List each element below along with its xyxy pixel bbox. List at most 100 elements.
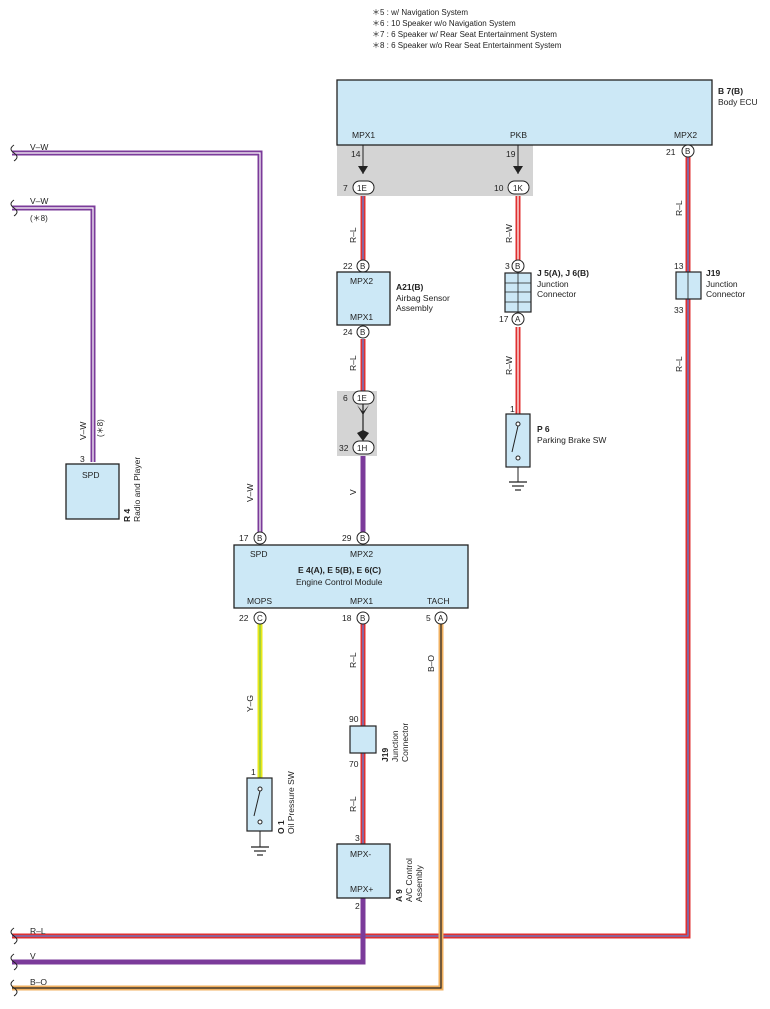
svg-text:Junction: Junction (706, 279, 738, 289)
svg-text:Parking Brake SW: Parking Brake SW (537, 435, 606, 445)
svg-text:A: A (515, 315, 521, 324)
pin-6: 6 (343, 393, 348, 403)
svg-text:MPX2: MPX2 (350, 276, 373, 286)
svg-text:B: B (360, 328, 365, 337)
svg-text:Airbag Sensor: Airbag Sensor (396, 293, 450, 303)
svg-text:1H: 1H (357, 444, 367, 453)
svg-text:(＊8): (＊8) (96, 419, 105, 437)
svg-text:70: 70 (349, 759, 359, 769)
svg-text:R–L: R–L (348, 652, 358, 668)
svg-text:Assembly: Assembly (414, 864, 424, 902)
junction-j19-bottom: 90 70 J19 Junction Connector (349, 714, 410, 769)
j5-id: J 5(A), J 6(B) (537, 268, 589, 278)
svg-text:V–W: V–W (30, 196, 48, 206)
junction-j19-top: 13 33 J19 Junction Connector (674, 261, 745, 315)
svg-text:Radio and Player: Radio and Player (132, 457, 142, 522)
svg-text:C: C (257, 614, 263, 623)
pin-32: 32 (339, 443, 349, 453)
svg-text:R–L: R–L (30, 926, 46, 936)
pin-14: 14 (351, 149, 361, 159)
airbag-id: A21(B) (396, 282, 424, 292)
svg-text:Oil Pressure SW: Oil Pressure SW (286, 771, 296, 834)
oil-pressure-sw: 1 O 1 Oil Pressure SW (246, 767, 296, 856)
svg-text:R–L: R–L (348, 796, 358, 812)
radio-player: 3 SPD R 4 Radio and Player (65, 454, 142, 523)
connector-1e-1h: 1E 6 1H 32 (339, 390, 375, 455)
svg-text:P 6: P 6 (537, 424, 550, 434)
pin-21: 21 (666, 147, 676, 157)
svg-text:A/C Control: A/C Control (404, 858, 414, 902)
svg-text:R–L: R–L (348, 227, 358, 243)
svg-text:90: 90 (349, 714, 359, 724)
note-7: ＊7 : 6 Speaker w/ Rear Seat Entertainmen… (372, 30, 557, 39)
svg-text:MPX2: MPX2 (350, 549, 373, 559)
svg-text:R–L: R–L (674, 356, 684, 372)
svg-text:R–L: R–L (674, 200, 684, 216)
svg-text:B: B (360, 614, 365, 623)
svg-text:2: 2 (355, 901, 360, 911)
svg-text:29: 29 (342, 533, 352, 543)
svg-text:B: B (515, 262, 520, 271)
svg-text:5: 5 (426, 613, 431, 623)
body-ecu-id: B 7(B) (718, 86, 743, 96)
svg-text:V–W: V–W (30, 142, 48, 152)
note-5: ＊5 : w/ Navigation System (372, 8, 468, 17)
svg-text:18: 18 (342, 613, 352, 623)
notes: ＊5 : w/ Navigation System ＊6 : 10 Speake… (372, 8, 562, 50)
svg-text:Connector: Connector (706, 289, 745, 299)
svg-text:17: 17 (239, 533, 249, 543)
svg-text:1E: 1E (357, 184, 367, 193)
wire-vw-top (12, 150, 263, 538)
body-ecu-box (336, 79, 713, 146)
pin-7: 7 (343, 183, 348, 193)
connector-1e-top: 1E 7 (343, 180, 375, 195)
wire-v-bottom (12, 898, 366, 965)
svg-text:1: 1 (251, 767, 256, 777)
wire-vw-radio (12, 205, 96, 462)
svg-text:V: V (348, 489, 358, 495)
svg-text:B: B (360, 262, 365, 271)
svg-text:3: 3 (505, 261, 510, 271)
svg-text:B–O: B–O (30, 977, 47, 987)
svg-text:33: 33 (674, 305, 684, 315)
svg-text:MPX+: MPX+ (350, 884, 373, 894)
body-ecu-pkb: PKB (510, 130, 527, 140)
body-ecu-mpx1: MPX1 (352, 130, 375, 140)
svg-text:SPD: SPD (82, 470, 99, 480)
svg-text:1E: 1E (357, 394, 367, 403)
svg-text:R–W: R–W (504, 224, 514, 243)
parking-brake-sw: 1 P 6 Parking Brake SW (505, 404, 606, 491)
svg-text:R–L: R–L (348, 355, 358, 371)
svg-text:Connector: Connector (400, 723, 410, 762)
svg-text:J19: J19 (380, 748, 390, 762)
svg-text:Engine Control Module: Engine Control Module (296, 577, 383, 587)
pin-24: 24 (343, 327, 353, 337)
engine-control-module: B 17 B 29 SPD MPX2 E 4(A), E 5(B), E 6(C… (233, 531, 469, 625)
svg-text:MPX1: MPX1 (350, 312, 373, 322)
pin-19: 19 (506, 149, 516, 159)
svg-text:R 4: R 4 (122, 509, 132, 523)
svg-text:1K: 1K (513, 184, 523, 193)
wire-bo (12, 624, 444, 991)
pin-21-conn: B (685, 147, 690, 156)
svg-text:(＊8): (＊8) (30, 214, 48, 223)
svg-text:J19: J19 (706, 268, 720, 278)
wire-labels: V–W V–W (＊8) R–L V B–O R–L R–L V R–W R–W… (30, 142, 684, 987)
svg-text:SPD: SPD (250, 549, 267, 559)
svg-text:Y–G: Y–G (245, 695, 255, 712)
svg-text:O 1: O 1 (276, 820, 286, 834)
svg-text:V–W: V–W (78, 422, 88, 440)
svg-text:MOPS: MOPS (247, 596, 272, 606)
svg-text:B: B (257, 534, 262, 543)
ac-control-assembly: 3 MPX- MPX+ 2 A 9 A/C Control Assembly (336, 833, 424, 911)
svg-text:V: V (30, 951, 36, 961)
svg-text:TACH: TACH (427, 596, 450, 606)
svg-text:MPX-: MPX- (350, 849, 371, 859)
pin-10: 10 (494, 183, 504, 193)
svg-text:B: B (360, 534, 365, 543)
svg-text:17: 17 (499, 314, 509, 324)
svg-text:Connector: Connector (537, 289, 576, 299)
wire-rl-mpx2 (12, 157, 691, 939)
note-8: ＊8 : 6 Speaker w/o Rear Seat Entertainme… (372, 41, 562, 50)
